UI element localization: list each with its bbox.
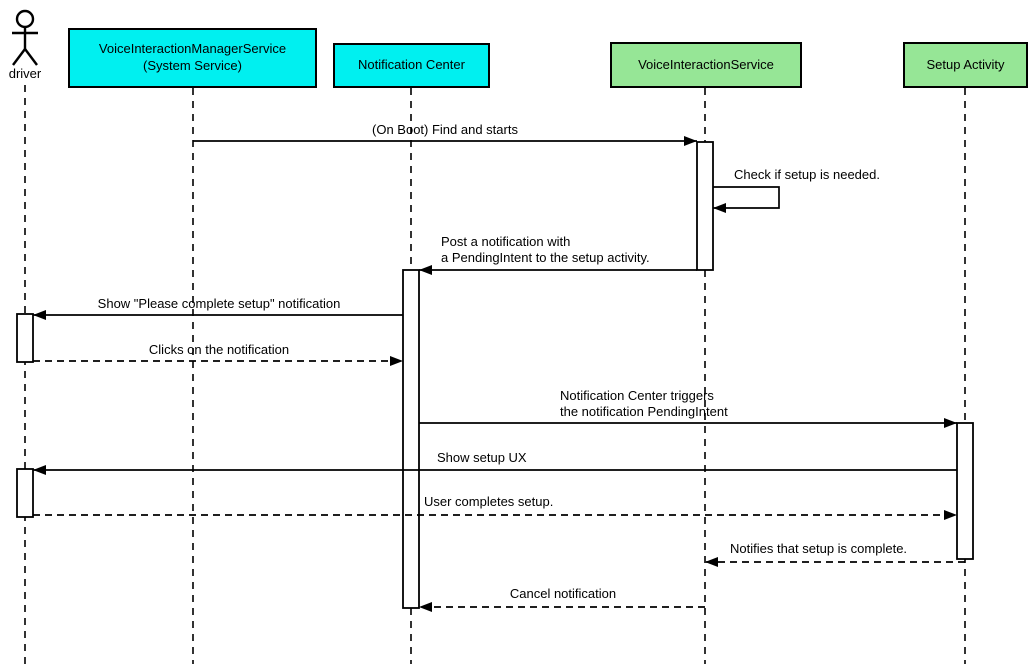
message-label-check-if-setup-is-needed: Check if setup is needed. <box>734 167 880 182</box>
message-label-user-completes-setup: User completes setup. <box>424 494 554 509</box>
actor-leg-right <box>24 48 38 66</box>
message-label-show-please-complete-setup: Show "Please complete setup" notificatio… <box>97 296 341 311</box>
message-label-triggers-pendingintent: Notification Center triggers the notific… <box>560 388 728 419</box>
actor-label-driver: driver <box>8 66 42 81</box>
message-label-post-a-notification: Post a notification with a PendingIntent… <box>441 234 650 265</box>
activation-bar-notification-center <box>402 269 420 609</box>
activation-bar-setup-activity <box>956 422 974 560</box>
actor-leg-left <box>12 48 26 66</box>
participant-voice-interaction-service: VoiceInteractionService <box>610 42 802 88</box>
message-label-show-setup-ux: Show setup UX <box>437 450 527 465</box>
participant-voice-interaction-manager-service: VoiceInteractionManagerService (System S… <box>68 28 317 88</box>
message-arrow-check-if-setup-is-needed <box>713 186 780 213</box>
message-label-cancel-notification: Cancel notification <box>509 586 617 601</box>
actor-figure-driver <box>12 9 38 66</box>
message-label-notifies-setup-complete: Notifies that setup is complete. <box>730 541 908 556</box>
activation-bar-driver-2 <box>16 468 34 518</box>
participant-setup-activity: Setup Activity <box>903 42 1028 88</box>
message-label-clicks-on-the-notification: Clicks on the notification <box>148 342 290 357</box>
message-label-on-boot-find-and-starts: (On Boot) Find and starts <box>372 122 518 137</box>
actor-head <box>15 9 35 29</box>
activation-bar-voice-interaction-service <box>696 141 714 271</box>
activation-bar-driver-1 <box>16 313 34 363</box>
participant-notification-center: Notification Center <box>333 43 490 88</box>
